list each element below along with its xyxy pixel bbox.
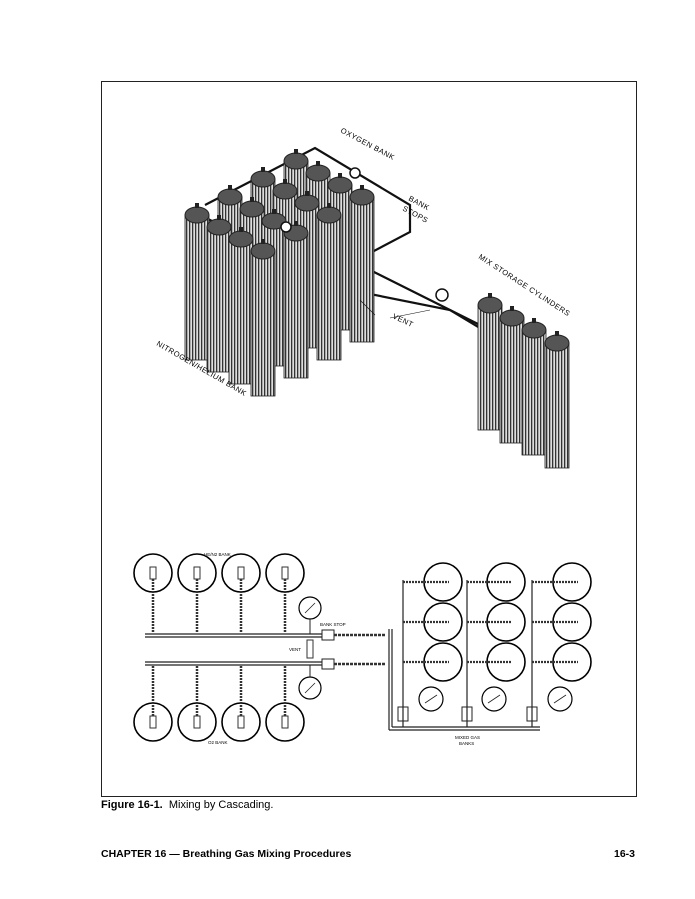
cylinder-top <box>544 334 570 352</box>
valve-icon <box>305 191 309 196</box>
valve-icon <box>239 227 243 232</box>
bank-cylinder <box>316 203 342 361</box>
figure-caption: Figure 16-1. Mixing by Cascading. <box>101 799 273 811</box>
valve-icon <box>532 318 536 323</box>
valve-icon <box>272 209 276 214</box>
cylinder-top <box>239 200 265 218</box>
pressure-gauge-icon <box>349 167 361 179</box>
label-he-n2-bank: HE/N2 BANK <box>204 552 231 557</box>
gauge-needle <box>487 694 501 704</box>
cylinder-body <box>316 214 342 361</box>
pressure-gauge-icon <box>280 221 292 233</box>
gauge-needle <box>304 602 316 614</box>
cylinder-top <box>294 194 320 212</box>
cylinder-body <box>184 214 210 361</box>
valve-icon <box>250 197 254 202</box>
gauge-needle <box>553 694 567 704</box>
bank-cylinder <box>184 203 210 361</box>
cylinder-body <box>521 329 547 456</box>
valve-icon <box>555 331 559 336</box>
valve-icon <box>338 173 342 178</box>
mix-storage-cylinder <box>499 306 525 444</box>
footer-page-number: 16-3 <box>613 848 635 860</box>
valve-icon <box>510 306 514 311</box>
footer-chapter: CHAPTER 16 — Breathing Gas Mixing Proced… <box>101 848 352 860</box>
cylinder-body <box>477 304 503 431</box>
schematic-view <box>133 553 592 742</box>
bank-cylinder <box>250 239 276 397</box>
cylinder-body <box>544 342 570 469</box>
cylinder-body <box>283 232 309 379</box>
valve-icon <box>294 149 298 154</box>
valve-icon <box>316 161 320 166</box>
cylinder-top <box>184 206 210 224</box>
valve-icon <box>195 203 199 208</box>
label-vent: VENT <box>391 312 415 329</box>
bank-cylinder <box>283 221 309 379</box>
valve-icon <box>327 203 331 208</box>
label-oxygen-bank: OXYGEN BANK <box>339 126 396 162</box>
vent-valve-icon <box>306 639 314 659</box>
cylinder-body <box>499 317 525 444</box>
cylinder-top <box>327 176 353 194</box>
label-mixed-gas-2: BANKS <box>459 741 474 746</box>
figure-title: Mixing by Cascading. <box>168 799 274 811</box>
figure-number: Figure 16-1. <box>101 799 163 811</box>
cylinder-top <box>272 182 298 200</box>
valve-icon <box>526 706 538 722</box>
label-vent-schematic: VENT <box>289 647 301 652</box>
cylinder-body <box>228 238 254 385</box>
mix-storage-cylinder <box>521 318 547 456</box>
valve-icon <box>461 706 473 722</box>
valve-icon <box>294 221 298 226</box>
bank-cylinder <box>206 215 232 373</box>
valve-icon <box>228 185 232 190</box>
valve-icon <box>261 167 265 172</box>
gauge-needle <box>304 682 316 694</box>
valve-icon <box>283 179 287 184</box>
figure-frame <box>101 81 637 797</box>
bank-stop-valve-icon <box>321 629 335 641</box>
cylinder-top <box>283 152 309 170</box>
cylinder-top <box>250 170 276 188</box>
bank-cylinder <box>349 185 375 343</box>
cylinder-top <box>521 321 547 339</box>
cylinder-top <box>305 164 331 182</box>
mix-storage-cylinder <box>477 293 503 431</box>
vent-leader <box>359 299 376 316</box>
valve-icon <box>261 239 265 244</box>
cylinder-top <box>206 218 232 236</box>
cylinder-top <box>316 206 342 224</box>
cylinder-top <box>477 296 503 314</box>
bank-cylinder <box>228 227 254 385</box>
label-mixed-gas-1: MIXED GAS <box>455 735 480 740</box>
valve-icon <box>488 293 492 298</box>
cylinder-top <box>349 188 375 206</box>
label-bank-stop: BANK STOP <box>320 622 346 627</box>
isometric-view <box>184 146 570 469</box>
gauge-needle <box>424 694 438 704</box>
cylinder-body <box>206 226 232 373</box>
label-o2-bank: O2 BANK <box>208 740 228 745</box>
vent-leader <box>389 309 431 319</box>
cylinder-top <box>228 230 254 248</box>
pressure-gauge-icon <box>435 288 449 302</box>
schematic-labels: HE/N2 BANK O2 BANK BANK STOP VENT MIXED … <box>204 552 480 746</box>
valve-icon <box>360 185 364 190</box>
cylinder-body <box>349 196 375 343</box>
cylinder-body <box>250 250 276 397</box>
cylinder-top <box>250 242 276 260</box>
cylinder-top <box>499 309 525 327</box>
valve-icon <box>217 215 221 220</box>
mix-storage-cylinder <box>544 331 570 469</box>
bank-stop-valve-icon <box>321 658 335 670</box>
valve-icon <box>397 706 409 722</box>
cylinder-top <box>217 188 243 206</box>
